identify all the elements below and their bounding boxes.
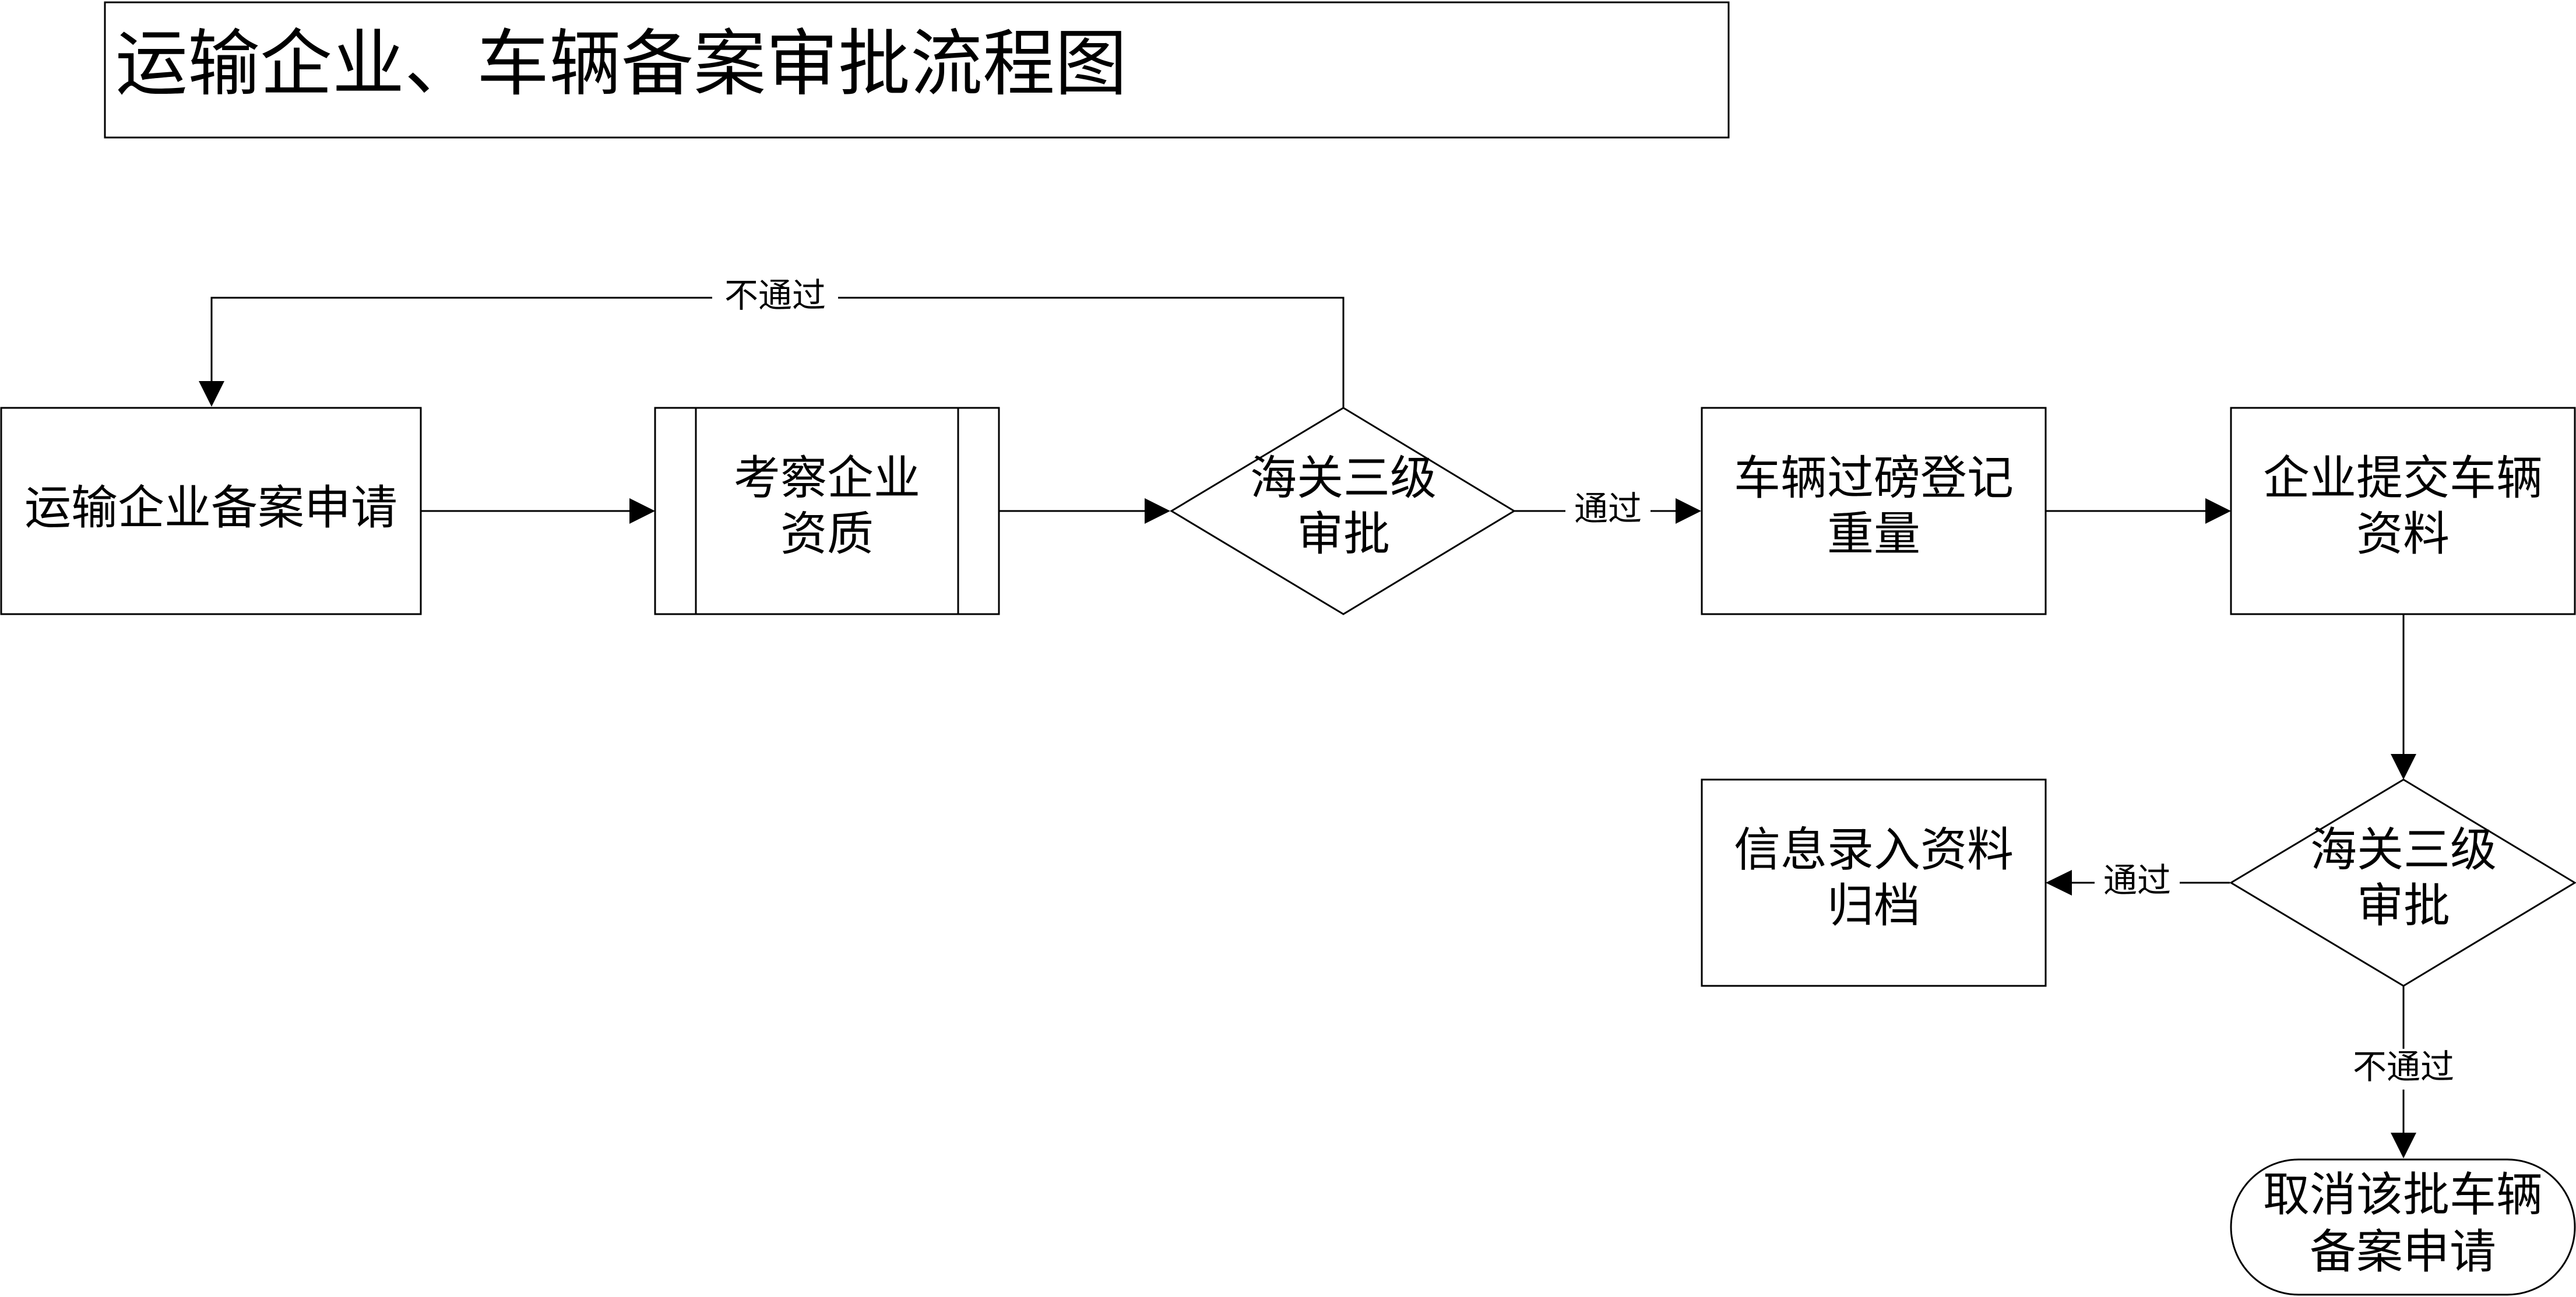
- node-weigh: 车辆过磅登记 重量: [1701, 407, 2047, 615]
- node-submit: 企业提交车辆 资料: [2230, 407, 2576, 615]
- node-customs1-decision: 海关三级 审批: [1170, 407, 1516, 615]
- edge-customs1-reject-to-apply: 不通过: [199, 276, 1345, 408]
- arrowhead: [199, 381, 224, 407]
- node-inspect-line-2: 资质: [780, 507, 874, 561]
- node-archive-line-1: 信息录入资料: [1734, 823, 2014, 877]
- title-box: 运输企业、车辆备案审批流程图: [104, 1, 1730, 139]
- arrowhead: [629, 498, 655, 524]
- node-customs1-line-2: 审批: [1297, 507, 1390, 561]
- node-apply-line-1: 运输企业备案申请: [24, 481, 397, 535]
- edge-apply-to-inspect: [421, 498, 655, 524]
- edge-label-pass-1: 通过: [1574, 489, 1642, 528]
- node-cancel-terminator: 取消该批车辆 备案申请: [2230, 1158, 2576, 1296]
- edge-weigh-to-submit: [2046, 498, 2231, 524]
- node-inspect-line-1: 考察企业: [734, 451, 920, 505]
- node-customs2-line-1: 海关三级: [2310, 823, 2497, 877]
- node-customs1-line-1: 海关三级: [1250, 451, 1437, 505]
- arrowhead: [1145, 498, 1170, 524]
- node-weigh-line-1: 车辆过磅登记: [1734, 451, 2014, 505]
- page-title: 运输企业、车辆备案审批流程图: [115, 22, 1127, 106]
- arrowhead: [2046, 870, 2072, 896]
- edge-label-pass-2: 通过: [2103, 861, 2171, 900]
- node-customs2-line-2: 审批: [2357, 879, 2450, 933]
- arrowhead: [2391, 754, 2416, 780]
- arrowhead: [2391, 1133, 2416, 1158]
- node-weigh-line-2: 重量: [1827, 507, 1920, 561]
- edge-submit-to-customs2: [2391, 615, 2416, 780]
- arrowhead: [1676, 498, 1701, 524]
- edge-customs2-pass-to-archive: 通过: [2046, 861, 2230, 903]
- node-archive: 信息录入资料 归档: [1701, 778, 2047, 987]
- node-cancel-line-1: 取消该批车辆: [2263, 1168, 2543, 1222]
- node-customs2-decision: 海关三级 审批: [2229, 778, 2576, 987]
- edge-label-reject-1: 不通过: [724, 276, 826, 315]
- node-inspect: 考察企业 资质: [654, 407, 1000, 615]
- edge-inspect-to-customs1: [999, 498, 1170, 524]
- edge-label-reject-2: 不通过: [2353, 1047, 2454, 1087]
- node-apply: 运输企业备案申请: [0, 407, 422, 615]
- arrowhead: [2205, 498, 2231, 524]
- node-archive-line-2: 归档: [1827, 879, 1920, 933]
- node-submit-line-1: 企业提交车辆: [2263, 451, 2543, 505]
- node-submit-line-2: 资料: [2356, 507, 2450, 561]
- node-cancel-line-2: 备案申请: [2310, 1225, 2496, 1279]
- title-frame: [104, 1, 1730, 139]
- edge-customs1-pass-to-weigh: 通过: [1514, 489, 1701, 531]
- edge-customs2-reject-to-cancel: 不通过: [2341, 986, 2466, 1158]
